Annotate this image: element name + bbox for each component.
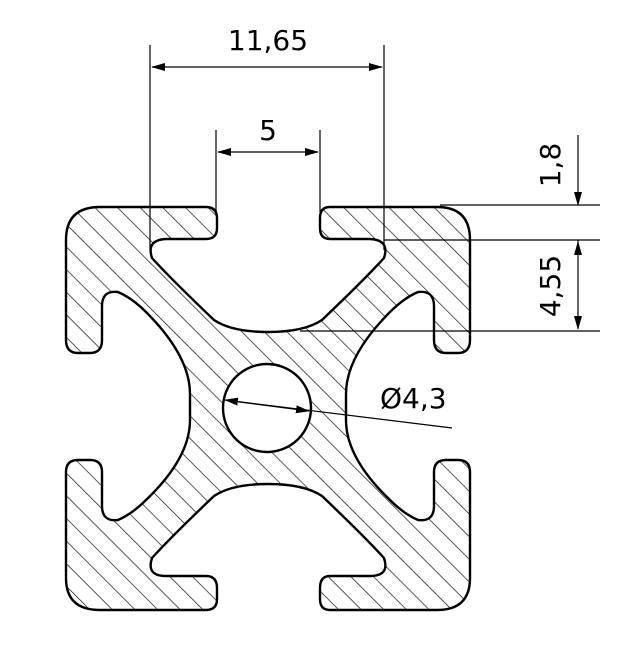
dim-label-bore: Ø4,3 [380,382,447,415]
center-bore [221,362,313,454]
dim-label-slot-depth: 4,55 [534,255,567,317]
dim-label-lip: 1,8 [534,143,567,188]
dim-label-slot-width: 5 [259,114,277,147]
dim-label-top-width: 11,65 [228,24,308,57]
diameter-leader-inner [231,400,310,414]
